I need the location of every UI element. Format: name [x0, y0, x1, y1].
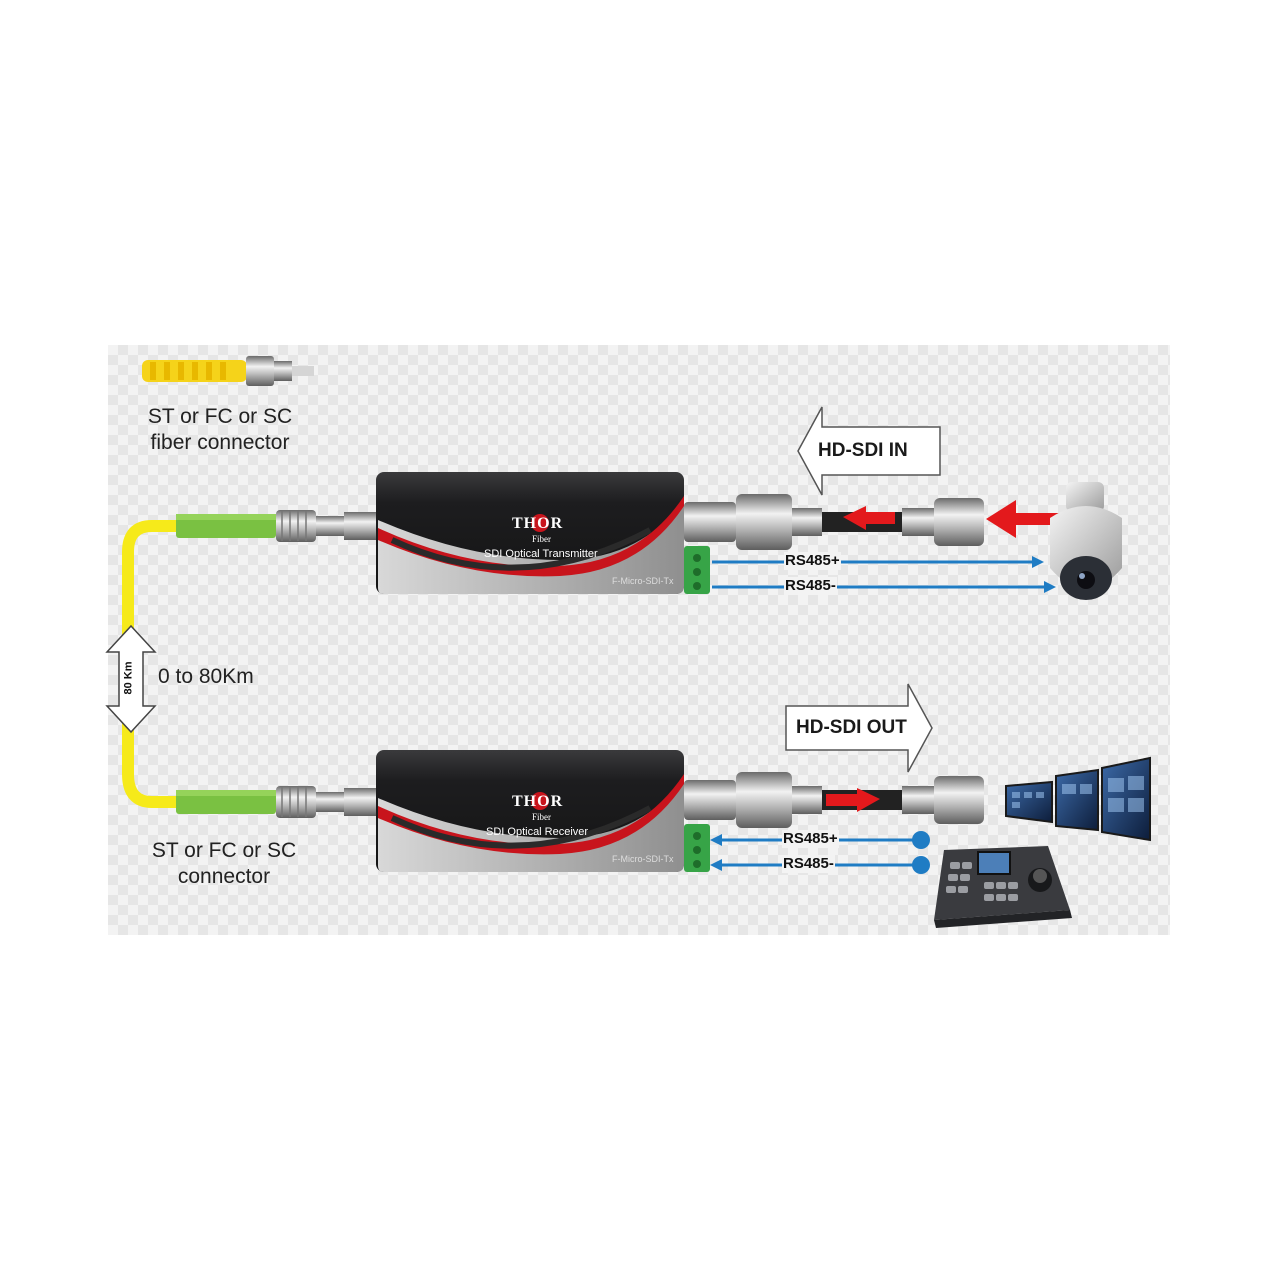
- rx-rs485-minus-label: RS485-: [782, 855, 835, 873]
- bottom-connector-label: ST or FC or SC connector: [151, 839, 297, 888]
- display-wall-icon: [1005, 756, 1151, 842]
- tx-rs485-plus-label: RS485+: [784, 552, 841, 570]
- hd-sdi-out-arrow-box: [785, 683, 933, 773]
- tx-brand-sub: Fiber: [532, 534, 551, 544]
- distance-arrow-label: 80 Km: [122, 661, 135, 695]
- top-connector-label: ST or FC or SC fiber connector: [147, 405, 293, 454]
- tx-fiber-connector: [176, 510, 378, 542]
- tx-brand-logo: THOR: [512, 515, 564, 532]
- rx-model-number: F-Micro-SDI-Tx: [612, 854, 674, 864]
- fiber-connector-illustration: [142, 356, 314, 386]
- rx-brand-logo: THOR: [512, 793, 564, 810]
- receiver-device: [376, 750, 684, 872]
- camera-icon: [1050, 482, 1122, 600]
- tx-product-name: SDI Optical Transmitter: [484, 548, 598, 560]
- rx-fiber-connector: [176, 786, 378, 818]
- hd-sdi-out-label: HD-SDI OUT: [796, 717, 907, 738]
- tx-rs485-minus-label: RS485-: [784, 577, 837, 595]
- rx-product-name: SDI Optical Receiver: [486, 826, 589, 838]
- tx-model-number: F-Micro-SDI-Tx: [612, 576, 674, 586]
- rx-rs485-plus-label: RS485+: [782, 830, 839, 848]
- tx-bnc-output: [684, 494, 984, 550]
- tx-terminal-block: [684, 546, 710, 594]
- tx-signal-arrow-outer: [986, 500, 1064, 538]
- rx-brand-sub: Fiber: [532, 812, 551, 822]
- hd-sdi-in-label: HD-SDI IN: [818, 440, 908, 461]
- distance-label: 0 to 80Km: [158, 665, 254, 688]
- transmitter-device: [376, 472, 684, 594]
- distance-arrow: [105, 624, 157, 734]
- hd-sdi-in-arrow-box: [797, 406, 941, 496]
- rx-terminal-block: [684, 824, 710, 872]
- tx-signal-arrow-inner: [843, 506, 895, 530]
- rx-signal-arrow: [826, 788, 880, 812]
- diagram-background: [108, 345, 1170, 935]
- ptz-keyboard-icon: [934, 846, 1072, 928]
